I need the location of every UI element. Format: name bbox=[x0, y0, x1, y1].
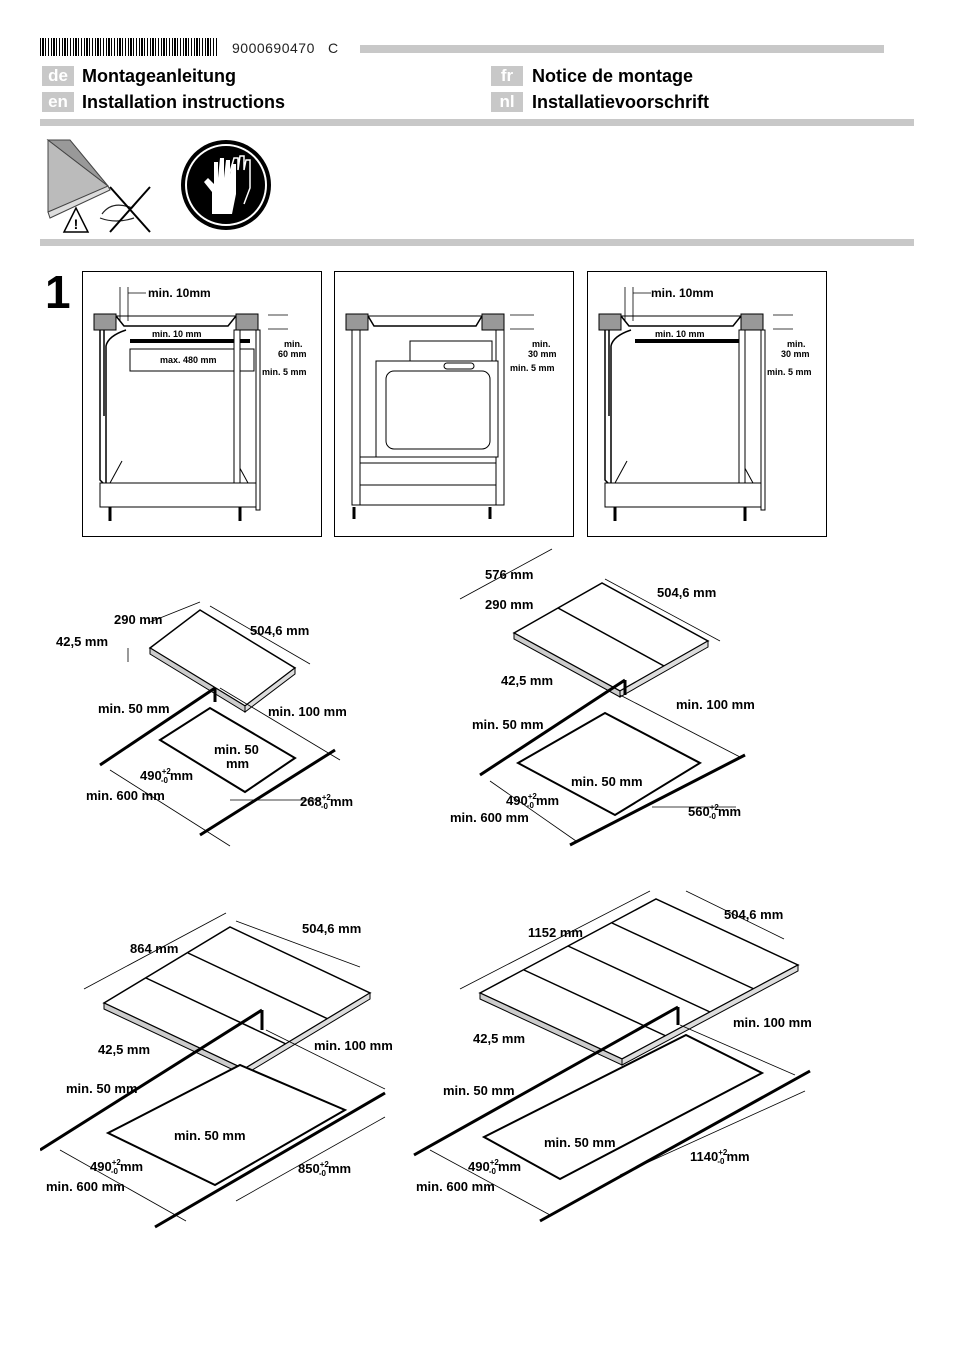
header-rule bbox=[360, 45, 884, 53]
dim-top-gap: min. 10mm bbox=[651, 286, 714, 300]
dim-min-100: min. 100 mm bbox=[733, 1015, 812, 1030]
dim-inner-gap: min. 10 mm bbox=[655, 329, 705, 339]
lang-tag-de: de bbox=[42, 66, 74, 86]
cabinet-panel-left: min. 10mm min. 10 mm max. 480 mm min. 60… bbox=[82, 271, 322, 537]
svg-text:490+2-0mm: 490+2-0mm bbox=[140, 767, 193, 785]
dim-side-gap: min. 5 mm bbox=[262, 367, 307, 377]
dim-height: 42,5 mm bbox=[473, 1031, 525, 1046]
lang-tag-fr: fr bbox=[491, 66, 523, 86]
section-rule-bottom bbox=[40, 239, 914, 246]
wear-gloves-icon bbox=[181, 140, 271, 230]
dim-min-50-edge: min. 50 mm bbox=[443, 1083, 515, 1098]
cut-depth: 268 bbox=[300, 794, 322, 809]
cut-width: 490 bbox=[140, 768, 162, 783]
dim-width: 290 mm bbox=[485, 597, 533, 612]
svg-text:268+2-0mm: 268+2-0mm bbox=[300, 793, 353, 811]
dim-inner-gap: min. 10 mm bbox=[152, 329, 202, 339]
dim-top-min: min. bbox=[787, 339, 806, 349]
dim-total: 864 mm bbox=[130, 941, 178, 956]
dim-top-gap: min. 10mm bbox=[148, 286, 211, 300]
safety-icons: ! bbox=[46, 138, 271, 233]
dim-min-50-inner: min. 50 bbox=[214, 742, 259, 757]
hob-diagram-1: 290 mm 504,6 mm 42,5 mm min. 50 mm min. … bbox=[56, 601, 353, 847]
sharp-edge-warning-icon: ! bbox=[46, 138, 151, 233]
cabinet-panel-right: min. 10mm min. 10 mm min. 30 mm min. 5 m… bbox=[587, 271, 827, 537]
cut-depth: 560 bbox=[688, 804, 710, 819]
dim-min-100: min. 100 mm bbox=[314, 1038, 393, 1053]
dim-top-min: min. bbox=[284, 339, 303, 349]
dim-depth: 504,6 mm bbox=[302, 921, 361, 936]
dim-min-100: min. 100 mm bbox=[268, 704, 347, 719]
title-en: Installation instructions bbox=[82, 92, 286, 112]
cut-width: 490 bbox=[468, 1159, 490, 1174]
dim-side-gap: min. 5 mm bbox=[510, 363, 555, 373]
cut-width: 490 bbox=[506, 793, 528, 808]
cut-depth: 850 bbox=[298, 1161, 320, 1176]
dim-top-val: 60 mm bbox=[278, 349, 307, 359]
svg-text:490+2-0mm: 490+2-0mm bbox=[468, 1158, 521, 1176]
dim-height: 42,5 mm bbox=[56, 634, 108, 649]
dim-top-val: 30 mm bbox=[528, 349, 557, 359]
dim-depth: 504,6 mm bbox=[724, 907, 783, 922]
dim-min-600: min. 600 mm bbox=[450, 810, 529, 825]
dim-side-gap: min. 5 mm bbox=[767, 367, 812, 377]
barcode bbox=[40, 38, 218, 56]
dim-top-val: 30 mm bbox=[781, 349, 810, 359]
svg-text:850+2-0mm: 850+2-0mm bbox=[298, 1160, 351, 1178]
svg-text:490+2-0mm: 490+2-0mm bbox=[506, 792, 559, 810]
step-number: 1 bbox=[45, 266, 71, 318]
dim-min-50-inner: min. 50 mm bbox=[571, 774, 643, 789]
cut-depth: 1140 bbox=[690, 1149, 718, 1164]
dim-height: 42,5 mm bbox=[98, 1042, 150, 1057]
dim-total: 576 mm bbox=[485, 567, 533, 582]
dim-min-50-inner: min. 50 mm bbox=[174, 1128, 246, 1143]
lang-tag-en: en bbox=[42, 92, 74, 112]
cabinet-panel-middle: min. 30 mm min. 5 mm bbox=[334, 271, 574, 537]
title-fr: Notice de montage bbox=[532, 66, 694, 86]
svg-text:560+2-0mm: 560+2-0mm bbox=[688, 803, 741, 821]
dim-min-100: min. 100 mm bbox=[676, 697, 755, 712]
hob-diagram-4: 1152 mm 504,6 mm 42,5 mm min. 50 mm min.… bbox=[413, 890, 812, 1223]
svg-text:!: ! bbox=[74, 216, 79, 232]
svg-text:1140+2-0mm: 1140+2-0mm bbox=[690, 1148, 750, 1166]
hob-diagram-3: 864 mm 504,6 mm 42,5 mm min. 50 mm min. … bbox=[40, 912, 393, 1229]
title-de: Montageanleitung bbox=[82, 66, 236, 86]
dim-min-600: min. 600 mm bbox=[416, 1179, 495, 1194]
dim-depth: 504,6 mm bbox=[250, 623, 309, 638]
dim-min-600: min. 600 mm bbox=[46, 1179, 125, 1194]
section-rule-top bbox=[40, 119, 914, 126]
dim-min-50-edge: min. 50 mm bbox=[472, 717, 544, 732]
dim-depth: 504,6 mm bbox=[657, 585, 716, 600]
cut-width: 490 bbox=[90, 1159, 112, 1174]
dim-height: 42,5 mm bbox=[501, 673, 553, 688]
dim-width: 290 mm bbox=[114, 612, 162, 627]
title-nl: Installatievoorschrift bbox=[532, 92, 710, 112]
hob-diagram-2: 576 mm 290 mm 504,6 mm 42,5 mm min. 50 m… bbox=[450, 548, 755, 847]
dim-min-50-inner: min. 50 mm bbox=[544, 1135, 616, 1150]
dim-min-50-edge: min. 50 mm bbox=[98, 701, 170, 716]
dim-min-50-inner-unit: mm bbox=[226, 756, 249, 771]
dim-total: 1152 mm bbox=[528, 925, 583, 940]
lang-tag-nl: nl bbox=[491, 92, 523, 112]
dim-min-600: min. 600 mm bbox=[86, 788, 165, 803]
document-number: 9000690470 C bbox=[232, 40, 339, 56]
dim-min-50-edge: min. 50 mm bbox=[66, 1081, 138, 1096]
svg-text:490+2-0mm: 490+2-0mm bbox=[90, 1158, 143, 1176]
dim-max-depth: max. 480 mm bbox=[160, 355, 217, 365]
dim-top-min: min. bbox=[532, 339, 551, 349]
